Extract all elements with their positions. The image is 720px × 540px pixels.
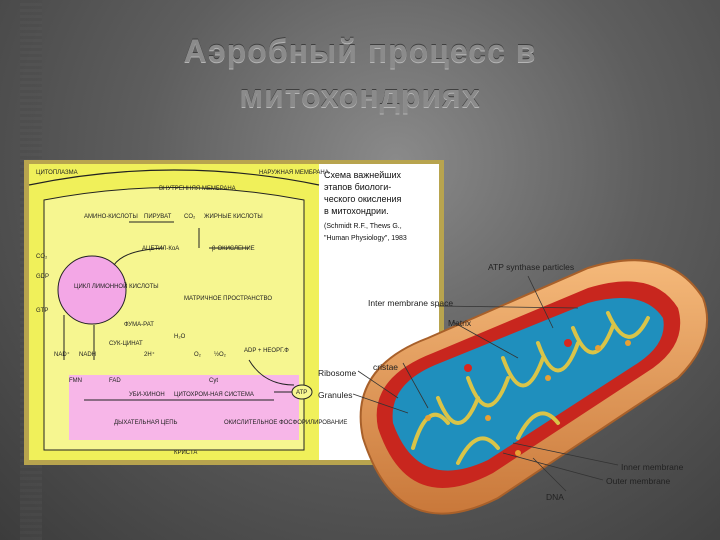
caption-line-1: Схема важнейших: [324, 170, 402, 180]
label-gtp: GTP: [36, 308, 48, 314]
mitochondrion-illustration: ATP synthase particles Inter membrane sp…: [318, 259, 709, 515]
leader-matrix: [452, 321, 519, 359]
caption-line-3: ческого окисления: [324, 194, 402, 204]
label-cytoplasm: ЦИТОПЛАЗМА: [36, 170, 78, 176]
label-matrix: Matrix: [448, 318, 472, 328]
leader-atp-synthase: [527, 275, 554, 329]
label-gdp: GDP: [36, 274, 49, 280]
label-adp: ADP + НЕОРГ.Ф: [244, 348, 289, 354]
caption-line-5: (Schmidt R.F., Thews G.,: [324, 223, 402, 230]
label-cytochrome-system: ЦИТОХРОМ-НАЯ СИСТЕМА: [174, 392, 254, 398]
label-ribosome: Ribosome: [318, 368, 357, 378]
label-amino-acids: АМИНО-КИСЛОТЫ: [84, 214, 138, 220]
arrow-acetyl-to-cycle: [113, 247, 165, 266]
label-inner-membrane: ВНУТРЕННЯЯ МЕМБРАНА: [159, 186, 236, 192]
arrow-adp-to-atp: [248, 359, 295, 386]
granules: [425, 340, 631, 456]
slide-title-line-1: Аэробный процесс в: [183, 33, 537, 69]
label-acetyl-coa: АЦЕТИЛ-КоА: [142, 246, 179, 252]
label-o2: O₂: [194, 352, 202, 358]
leader-granules: [352, 393, 409, 414]
citric-acid-cycle-circle: [57, 255, 127, 325]
caption-line-2: этапов биологи-: [324, 182, 391, 192]
caption-line-6: "Human Physiology", 1983: [324, 235, 407, 242]
label-granules: Granules: [318, 390, 353, 400]
outer-membrane-line: [28, 169, 320, 186]
label-crista: КРИСТА: [174, 450, 197, 456]
leader-cristae: [402, 362, 429, 409]
label-atp-synthase: ATP synthase particles: [488, 262, 574, 272]
label-cycle: ЦИКЛ ЛИМОННОЙ КИСЛОТЫ: [74, 282, 159, 290]
label-nad: NAD⁺: [54, 351, 70, 358]
label-nadh: NADH: [79, 352, 96, 358]
label-h-plus: 2H⁺: [144, 351, 155, 358]
slide-title-line-2: митохондриях: [239, 78, 481, 114]
label-outer-membrane: Outer membrane: [606, 476, 671, 486]
label-beta-oxidation: β-ОКИСЛЕНИЕ: [212, 246, 255, 252]
label-co2-top: CO₂: [184, 214, 196, 220]
label-succinate: СУК-ЦИНАТ: [109, 341, 143, 347]
label-fmn: FMN: [69, 378, 82, 384]
label-electron-chain: ДЫХАТЕЛЬНАЯ ЦЕПЬ: [114, 420, 178, 426]
label-ubiquinone: УБИ-ХИНОН: [129, 392, 165, 398]
label-pyruvate: ПИРУВАТ: [144, 214, 172, 220]
label-cyt: Cyt: [209, 378, 218, 384]
caption-line-4: в митохондрии.: [324, 206, 389, 216]
label-h2o: H₂O: [174, 334, 186, 340]
label-cristae: cristae: [373, 362, 398, 372]
leader-inner-membrane: [512, 442, 619, 466]
label-co2-left: CO₂: [36, 254, 48, 260]
label-half-o2: ½O₂: [214, 351, 227, 358]
label-atp: ATP: [296, 390, 307, 396]
label-fumarate: ФУМА-РАТ: [124, 322, 154, 328]
label-intermembrane: Inter membrane space: [368, 298, 453, 308]
leader-outer-membrane: [502, 452, 604, 481]
label-outer-membrane: НАРУЖНАЯ МЕМБРАНА: [259, 170, 329, 176]
label-oxidative-phosphorylation: ОКИСЛИТЕЛЬНОЕ ФОСФОРИЛИРОВАНИЕ: [224, 420, 347, 426]
label-dna: DNA: [546, 492, 564, 502]
leader-intermembrane: [437, 305, 579, 309]
atp-synthase-node: [291, 384, 313, 400]
leader-ribosome: [357, 370, 399, 399]
leader-dna: [532, 457, 567, 492]
label-matrix: МАТРИЧНОЕ ПРОСТРАНСТВО: [184, 296, 272, 302]
label-fad: FAD: [109, 378, 121, 384]
respiratory-chain-band: [69, 375, 299, 440]
ribosome-dot-2: [464, 364, 472, 372]
ribosome-dot: [564, 339, 572, 347]
label-inner-membrane: Inner membrane: [621, 462, 684, 472]
label-fatty-acids: ЖИРНЫЕ КИСЛОТЫ: [204, 214, 263, 220]
